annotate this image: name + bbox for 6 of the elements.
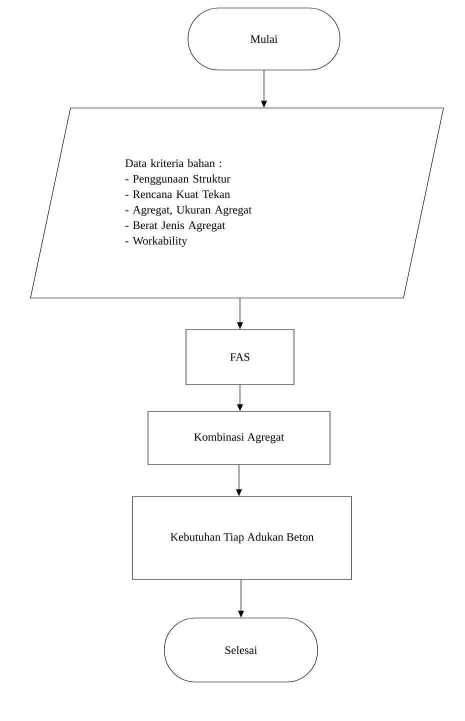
process-box: FAS bbox=[186, 329, 294, 385]
terminator: Mulai bbox=[188, 8, 340, 70]
data-parallelogram: Data kriteria bahan : - Penggunaan Struktur - Rencana Kuat Tekan - Agregat, Ukuran Agregat - Berat Jenis Agregat - Workability bbox=[30, 108, 444, 298]
process-box: Kebutuhan Tiap Adukan Beton bbox=[132, 496, 352, 580]
terminator: Selesai bbox=[164, 618, 318, 682]
process-box: Kombinasi Agregat bbox=[148, 411, 330, 465]
